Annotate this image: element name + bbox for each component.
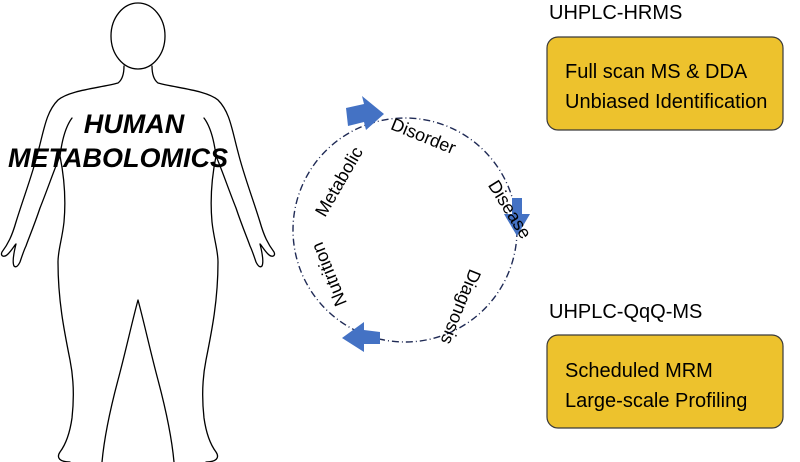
method-box-qqq (546, 334, 784, 429)
method-hrms-line2: Unbiased Identification (565, 91, 767, 113)
method-hrms-line1: Full scan MS & DDA (565, 61, 748, 83)
cycle-word-metabolic: Metabolic (311, 143, 367, 220)
method-heading-hrms: UHPLC-HRMS (549, 2, 682, 24)
method-heading-qqq: UHPLC-QqQ-MS (549, 301, 702, 323)
cycle-word-diagnosis: Diagnosis (437, 267, 485, 348)
method-box-hrms (546, 36, 784, 131)
human-body-outline-icon (0, 2, 276, 462)
method-qqq-line2: Large-scale Profiling (565, 390, 747, 412)
cycle-circle (292, 117, 518, 343)
cycle-word-disorder: Disorder (388, 114, 459, 158)
title-line-metabolomics: METABOLOMICS (8, 143, 228, 173)
top-arrow-icon (346, 96, 384, 130)
cycle-word-disease: Disease (484, 176, 535, 242)
cycle-word-nutrition: Nutrition (307, 240, 351, 310)
title-line-human: HUMAN (84, 109, 185, 139)
method-qqq-line1: Scheduled MRM (565, 360, 713, 382)
block-arrow-icon (342, 96, 530, 352)
bottom-arrow-icon (342, 322, 380, 352)
right-arrow-icon (504, 198, 530, 236)
